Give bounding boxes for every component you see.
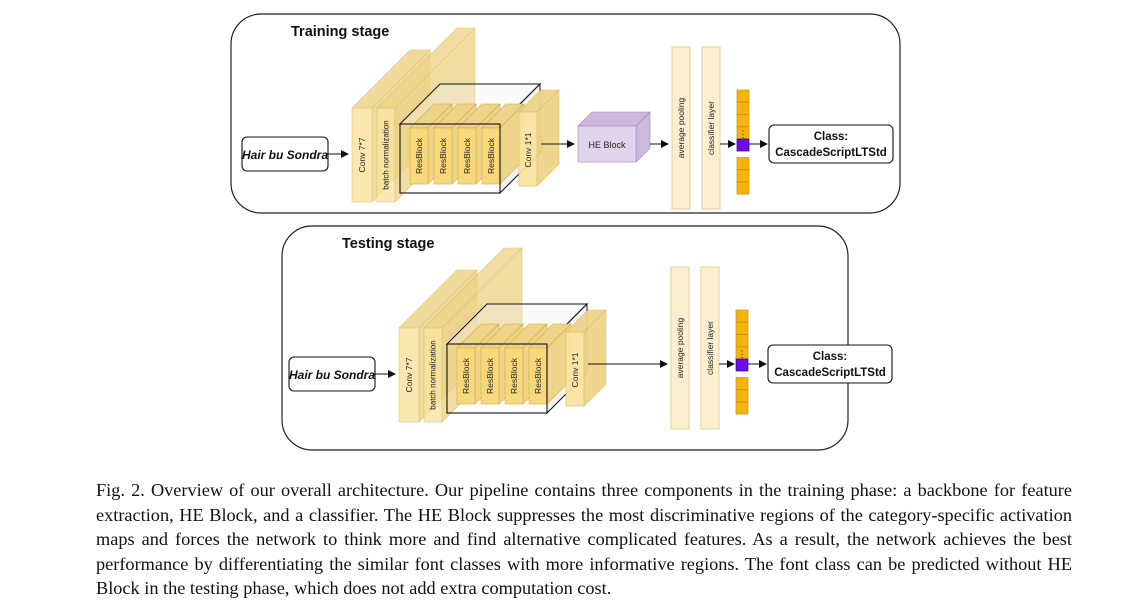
resblock-3-label: ResBlock: [462, 137, 472, 174]
output-vector-cell-6: [736, 157, 750, 170]
resblock-3-front: [457, 127, 477, 185]
he-block: [577, 111, 651, 163]
conv7-label: Conv 7*7: [404, 357, 414, 392]
input-font-sample: Hair bu Sondra: [242, 148, 328, 162]
resblock-1-label: ResBlock: [461, 357, 471, 394]
conv1-layer: [565, 309, 607, 407]
output-class-box: [768, 124, 894, 164]
output-vector-cell-3: [736, 114, 750, 127]
resblock-1-front: [456, 347, 476, 405]
resblock-4-label: ResBlock: [533, 357, 543, 394]
output-vector-ellipsis: ⋮: [739, 129, 748, 139]
conv7-layer-front: [351, 107, 373, 203]
avgpool-label: average pooling: [675, 317, 685, 378]
conv7-label: Conv 7*7: [357, 137, 367, 172]
output-class-label: Class:: [813, 351, 848, 363]
classifier-label: classifier layer: [705, 321, 715, 375]
avgpool-layer: [671, 46, 691, 210]
resblock-2-label: ResBlock: [485, 357, 495, 394]
output-vector-active-cell: [735, 358, 749, 372]
output-vector-cell-1: [736, 89, 750, 103]
output-vector-cell-7: [735, 389, 749, 403]
he-block-front: [577, 125, 637, 163]
avgpool-layer: [670, 266, 690, 430]
output-vector-cell-7: [736, 169, 750, 183]
output-vector-active-cell: [736, 138, 750, 152]
resblock-4: [481, 103, 525, 185]
avgpool-label: average pooling: [676, 97, 686, 158]
conv1-layer-front: [518, 111, 538, 187]
output-vector-cell-2: [735, 321, 749, 335]
batchnorm-label: batch normalization: [429, 340, 438, 409]
output-vector-ellipsis: ⋮: [738, 349, 747, 359]
resblock-3-label: ResBlock: [509, 357, 519, 394]
batchnorm-label: batch normalization: [382, 120, 391, 189]
output-vector-cell-8: [735, 401, 749, 415]
resblock-2-front: [433, 127, 453, 185]
output-class-label: Class:: [814, 131, 849, 143]
classifier-layer: [700, 266, 720, 430]
output-vector-cell-8: [736, 181, 750, 195]
batchnorm-layer-front: [423, 327, 443, 423]
resblock-group-front: [446, 343, 548, 414]
output-class-name: CascadeScriptLTStd: [774, 367, 886, 379]
he-block-label: HE Block: [588, 140, 626, 150]
classifier-label: classifier layer: [706, 101, 716, 155]
resblock-2-label: ResBlock: [438, 137, 448, 174]
output-vector-cell-1: [735, 309, 749, 323]
resblock-1-label: ResBlock: [414, 137, 424, 174]
resblock-group-front: [399, 123, 501, 194]
resblock-4: [528, 323, 572, 405]
output-vector-cell-2: [736, 101, 750, 115]
stage-title: Training stage: [291, 24, 389, 40]
resblock-1-front: [409, 127, 429, 185]
stage-title: Testing stage: [342, 236, 434, 252]
conv7-layer-front: [398, 327, 420, 423]
conv1-label: Conv 1*1: [570, 352, 580, 387]
input-font-sample: Hair bu Sondra: [289, 368, 375, 382]
output-class-name: CascadeScriptLTStd: [775, 147, 887, 159]
classifier-layer: [701, 46, 721, 210]
resblock-2-front: [480, 347, 500, 405]
conv1-label: Conv 1*1: [523, 132, 533, 167]
stage-frame: [230, 13, 901, 214]
resblock-3-front: [504, 347, 524, 405]
conv1-layer-front: [565, 331, 585, 407]
batchnorm-layer-front: [376, 107, 396, 203]
output-class-box: [767, 344, 893, 384]
stage-frame: [281, 225, 849, 451]
figure-caption: Fig. 2. Overview of our overall architec…: [96, 480, 1072, 598]
output-vector-cell-6: [735, 377, 749, 390]
resblock-4-label: ResBlock: [486, 137, 496, 174]
output-vector-cell-3: [735, 334, 749, 347]
conv1-layer: [518, 89, 560, 187]
